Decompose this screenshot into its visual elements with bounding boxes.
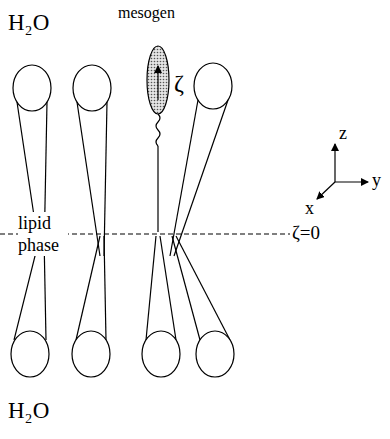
axis-label: z: [339, 124, 347, 144]
axis-label: x: [305, 199, 314, 219]
zeta-origin-label: ζ=0: [292, 223, 320, 244]
water-label: H₂O: [8, 398, 49, 423]
mesogen-label: mesogen: [118, 4, 175, 22]
zeta-label: ζ: [174, 70, 184, 96]
axis-label: y: [372, 171, 381, 191]
water-label: H₂O: [8, 10, 49, 35]
phase-label: lipid phase: [18, 212, 68, 256]
